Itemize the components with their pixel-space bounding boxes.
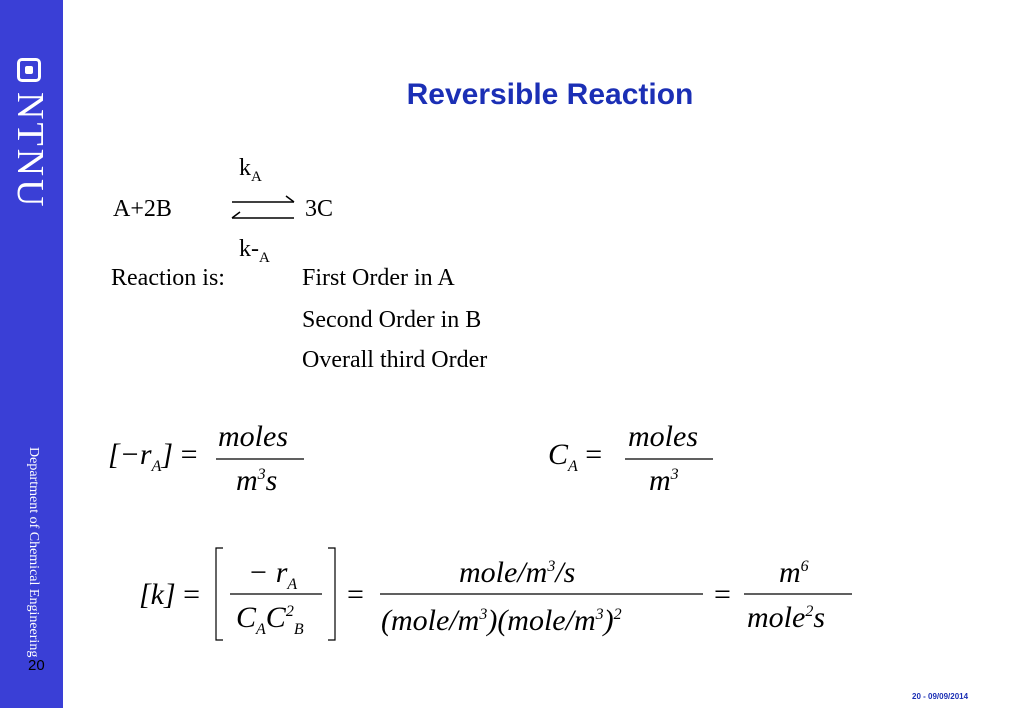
k-equals-1: = [347,578,364,611]
order-line-2: Second Order in B [302,307,482,333]
footer-date: 20 - 09/09/2014 [912,692,969,701]
slide-title: Reversible Reaction [406,78,694,111]
conc-units-lhs: CA = [548,438,603,475]
order-line-1: First Order in A [302,265,455,291]
order-label: Reaction is: [111,265,225,291]
k-frac1-denominator: CAC2B [236,601,304,638]
k-reverse: k-A [239,236,270,266]
k-forward: kA [239,155,262,185]
page-number: 20 [28,657,45,674]
reaction-lhs: A+2B [113,196,172,222]
k-units-lhs: [k] = [139,578,201,611]
reaction-rhs: 3C [305,196,334,222]
order-line-3: Overall third Order [302,347,488,373]
k-frac1-numerator: − rA [248,556,298,593]
k-frac2-numerator: mole/m3/s [459,556,576,589]
conc-units-denominator: m3 [649,464,679,497]
rate-units-denominator: m3s [236,464,278,497]
ntnu-logo-icon [17,58,41,82]
k-frac2-denominator: (mole/m3)(mole/m3)2 [381,604,622,637]
k-frac3-denominator: mole2s [747,601,826,634]
conc-units-numerator: moles [628,420,698,453]
sidebar: NTNU Department of Chemical Engineering [0,0,63,708]
k-frac3-numerator: m6 [779,556,809,589]
k-equals-2: = [714,578,731,611]
rate-units-numerator: moles [218,420,288,453]
rate-units-lhs: [−rA] = [108,438,198,475]
